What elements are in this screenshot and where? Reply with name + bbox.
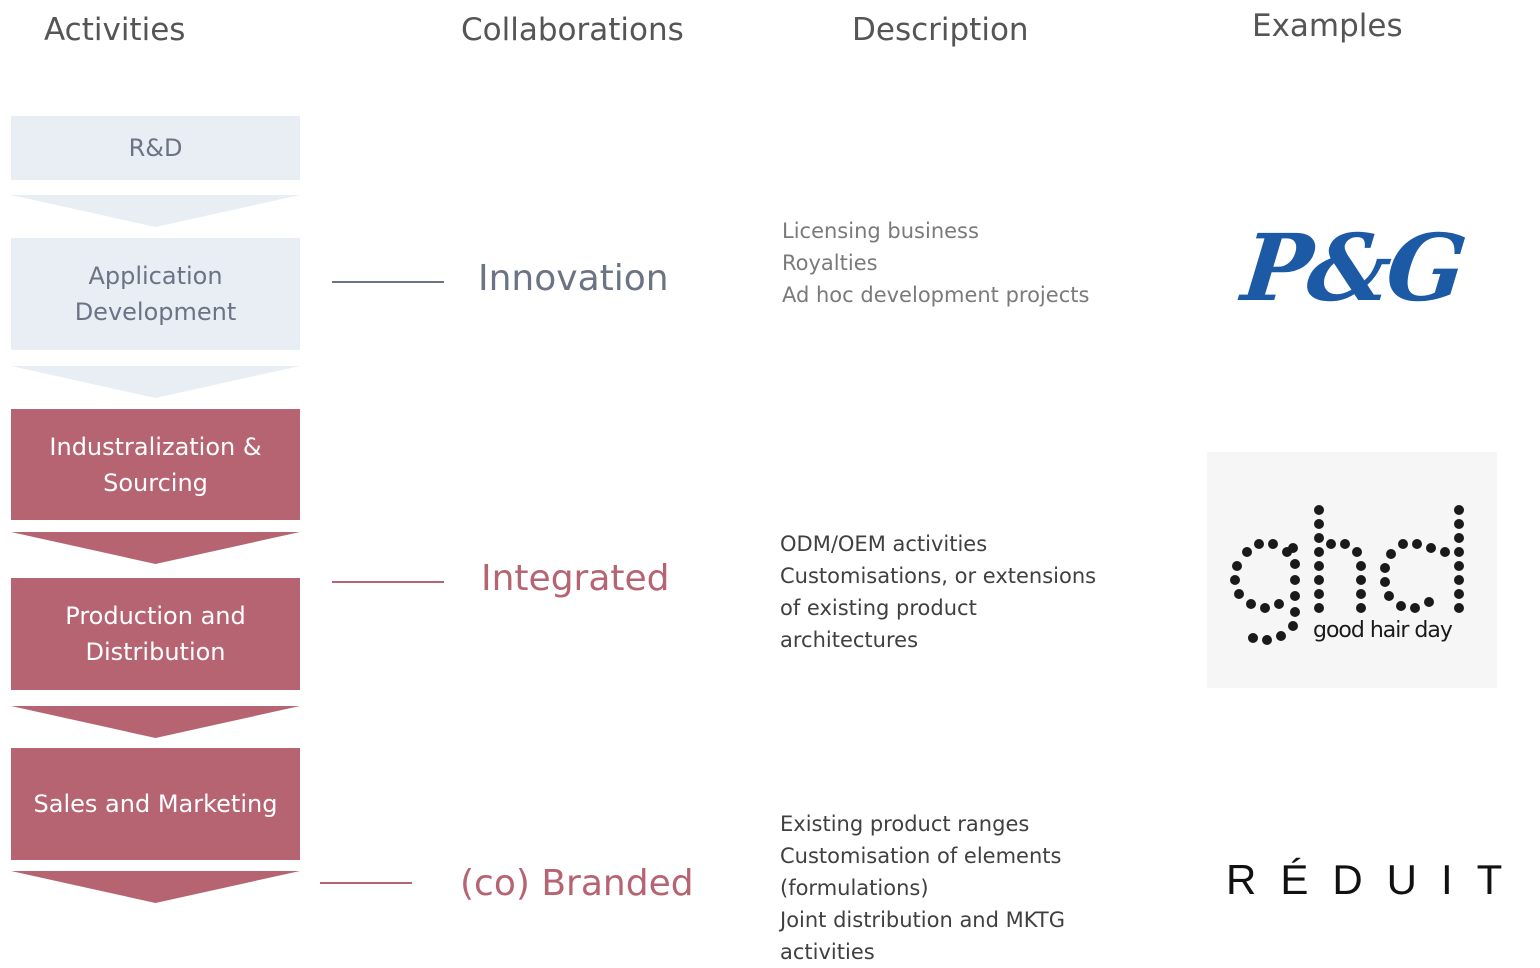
reduit-logo: RÉDUIT (1226, 856, 1527, 903)
description-integrated: ODM/OEM activities Customisations, or ex… (780, 528, 1096, 656)
description-line: Joint distribution and MKTG (780, 908, 1065, 932)
header-collaborations: Collaborations (461, 12, 684, 48)
activity-industrialization-sourcing: Industralization & Sourcing (11, 409, 300, 520)
flow-arrow-5 (11, 871, 300, 903)
activity-sales-marketing-label: Sales and Marketing (33, 790, 278, 818)
collaboration-integrated: Integrated (481, 558, 670, 599)
activity-application-development-line-2: Development (74, 298, 237, 326)
ghd-dot-logo-mark (1230, 505, 1464, 645)
collaboration-innovation: Innovation (478, 258, 669, 299)
description-innovation: Licensing business Royalties Ad hoc deve… (782, 215, 1089, 311)
description-line: Existing product ranges (780, 812, 1030, 836)
connector-integrated (332, 581, 444, 583)
flow-arrow-2 (11, 366, 300, 398)
activity-application-development: Application Development (11, 238, 300, 350)
connector-innovation (332, 281, 444, 283)
description-line: of existing product (780, 596, 977, 620)
description-line: Customisation of elements (780, 844, 1062, 868)
header-activities: Activities (44, 12, 186, 48)
ghd-logo: good hair day (1207, 452, 1497, 688)
description-line: activities (780, 940, 875, 964)
activity-industrialization-line-2: Sourcing (103, 468, 208, 497)
flow-arrow-1 (11, 195, 300, 227)
connector-branded (320, 882, 412, 884)
description-line: Ad hoc development projects (782, 283, 1090, 307)
activity-application-development-line-1: Application (88, 262, 223, 290)
description-line: Customisations, or extensions (780, 564, 1097, 588)
activity-rnd: R&D (11, 116, 300, 180)
flow-arrow-3 (11, 532, 300, 564)
activity-industrialization-line-1: Industralization & (49, 432, 262, 461)
collaboration-branded: (co) Branded (460, 863, 694, 904)
description-line: Licensing business (782, 219, 979, 243)
description-branded: Existing product ranges Customisation of… (780, 808, 1065, 968)
flow-arrow-4 (11, 706, 300, 738)
activity-rnd-label: R&D (128, 134, 183, 162)
pg-logo: P&G (1236, 214, 1468, 322)
ghd-tagline: good hair day (1313, 618, 1453, 643)
activity-sales-marketing: Sales and Marketing (11, 748, 300, 860)
description-line: (formulations) (780, 876, 929, 900)
description-line: architectures (780, 628, 919, 652)
header-description: Description (852, 12, 1029, 48)
description-line: Royalties (782, 251, 878, 275)
activity-production-line-1: Production and (65, 602, 246, 630)
activity-production-line-2: Distribution (85, 638, 226, 666)
header-examples: Examples (1252, 8, 1403, 44)
activity-production-distribution: Production and Distribution (11, 578, 300, 690)
description-line: ODM/OEM activities (780, 532, 988, 556)
